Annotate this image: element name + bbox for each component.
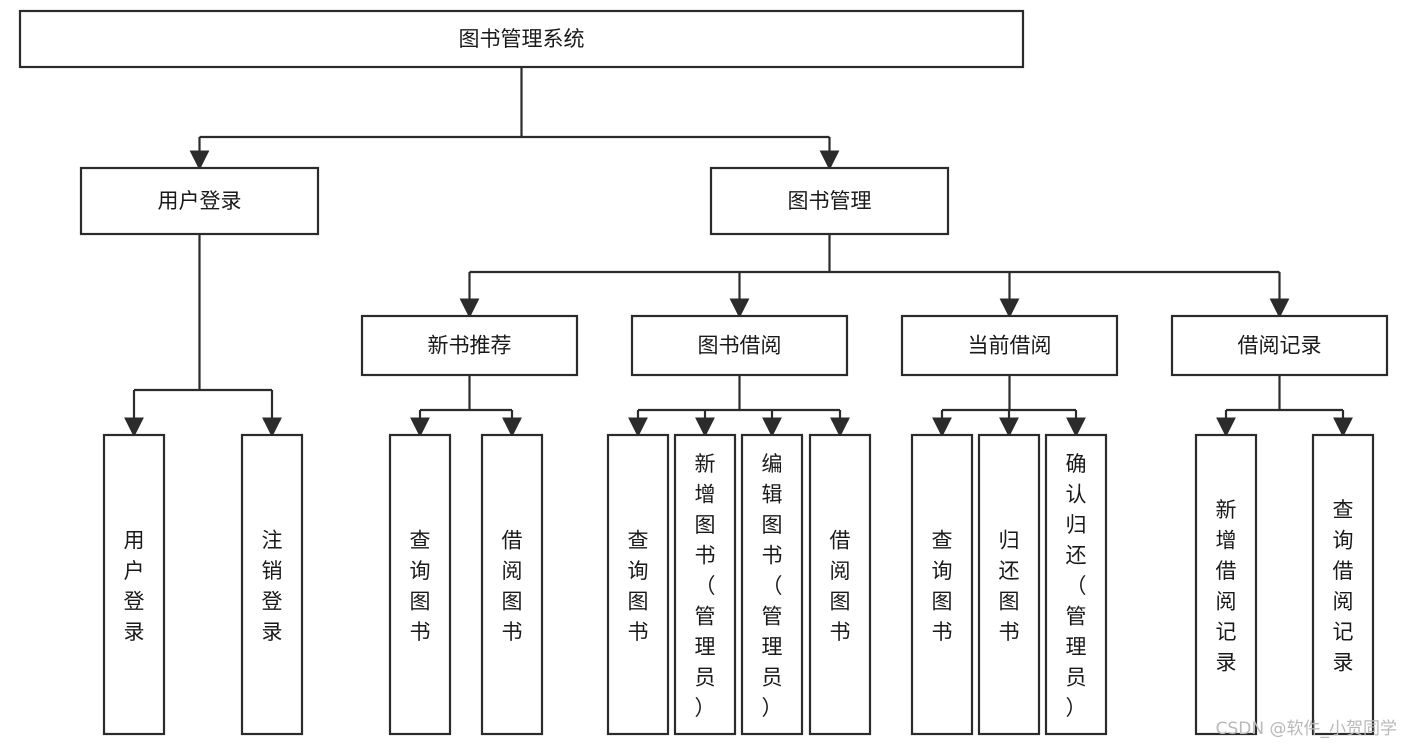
node-leaf-7[interactable]: 借阅图书 — [808, 433, 872, 736]
node-box-rect — [630, 314, 849, 377]
node-label: 借阅图书 — [502, 528, 523, 644]
node-box-rect — [480, 433, 544, 736]
node-label: 图书借阅 — [698, 334, 782, 358]
node-label: 归还图书 — [999, 528, 1020, 644]
node-label: 新增借阅记录 — [1216, 498, 1237, 675]
node-leaf-6[interactable]: 编辑图书（管理员） — [740, 433, 804, 736]
node-label: 借阅记录 — [1238, 334, 1322, 358]
node-label: 注销登录 — [262, 528, 283, 644]
csdn-watermark: CSDN @软件_小贺同学 — [1216, 719, 1397, 739]
node-leaf-3[interactable]: 借阅图书 — [480, 433, 544, 736]
node-box-rect — [709, 166, 950, 236]
node-box-rect — [808, 433, 872, 736]
node-box-rect — [1044, 433, 1108, 736]
node-leaf-0[interactable]: 用户登录 — [102, 433, 166, 736]
node-leaf-9[interactable]: 归还图书 — [977, 433, 1041, 736]
node-label: 用户登录 — [158, 189, 242, 213]
node-box-rect — [606, 433, 670, 736]
node-label: 查询图书 — [932, 528, 953, 644]
node-box-rect — [1170, 314, 1389, 377]
node-label: 确认归还（管理员） — [1066, 452, 1087, 720]
node-label: 编辑图书（管理员） — [762, 452, 783, 720]
connector-lines — [124, 67, 1353, 438]
node-label: 图书管理 — [788, 189, 872, 213]
node-box-rect — [240, 433, 304, 736]
node-box-rect — [79, 166, 320, 236]
node-root-0[interactable]: 图书管理系统 — [18, 9, 1025, 69]
node-l3-0[interactable]: 新书推荐 — [360, 314, 579, 377]
node-box-rect — [388, 433, 452, 736]
node-box-rect — [977, 433, 1041, 736]
node-box-rect — [740, 433, 804, 736]
node-label: 查询图书 — [410, 528, 431, 644]
node-box-rect — [900, 314, 1119, 377]
node-box-rect — [102, 433, 166, 736]
node-l2-0[interactable]: 用户登录 — [79, 166, 320, 236]
node-l3-2[interactable]: 当前借阅 — [900, 314, 1119, 377]
node-box-rect — [910, 433, 974, 736]
node-leaf-11[interactable]: 新增借阅记录 — [1194, 433, 1258, 736]
node-label: 用户登录 — [124, 528, 145, 644]
node-label: 当前借阅 — [968, 334, 1052, 358]
node-box-rect — [18, 9, 1025, 69]
node-label: 查询借阅记录 — [1333, 498, 1354, 675]
node-box-rect — [673, 433, 737, 736]
node-l3-3[interactable]: 借阅记录 — [1170, 314, 1389, 377]
node-boxes: 图书管理系统用户登录图书管理新书推荐图书借阅当前借阅借阅记录用户登录注销登录查询… — [18, 9, 1389, 736]
node-label: 图书管理系统 — [459, 27, 585, 51]
node-leaf-8[interactable]: 查询图书 — [910, 433, 974, 736]
node-label: 新书推荐 — [428, 334, 512, 358]
node-leaf-5[interactable]: 新增图书（管理员） — [673, 433, 737, 736]
node-box-rect — [360, 314, 579, 377]
node-label: 新增图书（管理员） — [695, 452, 716, 720]
node-leaf-1[interactable]: 注销登录 — [240, 433, 304, 736]
node-box-rect — [1194, 433, 1258, 736]
node-leaf-2[interactable]: 查询图书 — [388, 433, 452, 736]
node-box-rect — [1311, 433, 1375, 736]
node-l3-1[interactable]: 图书借阅 — [630, 314, 849, 377]
node-l2-1[interactable]: 图书管理 — [709, 166, 950, 236]
node-leaf-4[interactable]: 查询图书 — [606, 433, 670, 736]
node-label: 查询图书 — [628, 528, 649, 644]
node-leaf-12[interactable]: 查询借阅记录 — [1311, 433, 1375, 736]
node-leaf-10[interactable]: 确认归还（管理员） — [1044, 433, 1108, 736]
node-label: 借阅图书 — [830, 528, 851, 644]
